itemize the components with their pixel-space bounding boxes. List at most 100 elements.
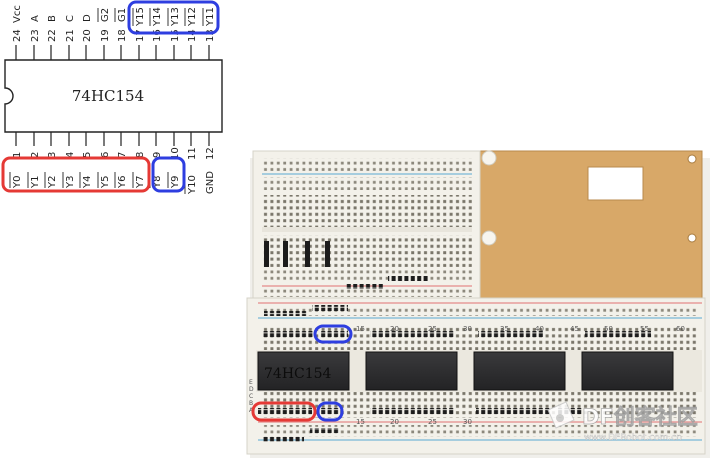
svg-text:40: 40 (535, 325, 544, 333)
acrylic-cutout (587, 166, 644, 201)
svg-text:4: 4 (65, 152, 76, 158)
svg-text:D: D (249, 386, 254, 393)
svg-text:C: C (65, 15, 76, 22)
svg-text:GND: GND (205, 171, 216, 194)
ic-outline (4, 59, 223, 133)
highlight-red-board-bottom (251, 401, 317, 422)
svg-text:20: 20 (390, 325, 399, 333)
bottom-pin-numbers: 1 2 3 4 5 6 7 8 9 10 11 12 (12, 147, 216, 160)
highlight-blue-board-top (313, 324, 353, 344)
ic-name-label: 74HC154 (72, 87, 144, 105)
svg-text:7: 7 (117, 152, 128, 158)
svg-text:15: 15 (170, 29, 181, 42)
svg-text:50: 50 (604, 325, 613, 333)
svg-text:Y5: Y5 (100, 176, 111, 189)
svg-text:Y2: Y2 (47, 176, 58, 189)
svg-text:22: 22 (47, 29, 58, 42)
ic-chip-2 (365, 351, 458, 391)
watermark-url: www.DFRobot.com.cn (584, 433, 682, 443)
svg-text:60: 60 (676, 325, 685, 333)
svg-text:C: C (249, 393, 253, 400)
svg-text:24: 24 (12, 29, 23, 42)
svg-text:Y12: Y12 (187, 7, 198, 27)
svg-text:A: A (249, 407, 254, 414)
svg-text:19: 19 (100, 29, 111, 42)
svg-text:Y7: Y7 (135, 176, 146, 189)
top-pin-names: Vcc A B C D G2 G1 Y15 Y14 Y13 Y12 Y11 (12, 5, 216, 27)
ic-chip-1-label: 74HC154 (264, 366, 332, 382)
svg-text:Y3: Y3 (65, 176, 76, 189)
pinout-diagram: 74HC154 24 23 22 21 20 19 18 17 16 15 14… (1, 0, 223, 195)
ic-chip-4 (581, 351, 674, 391)
svg-text:25: 25 (428, 418, 437, 426)
watermark: DF创客社区 www.DFRobot.com.cn (547, 401, 698, 443)
svg-text:14: 14 (187, 29, 198, 42)
svg-text:18: 18 (117, 29, 128, 42)
svg-text:6: 6 (100, 152, 111, 158)
svg-text:11: 11 (187, 147, 198, 160)
svg-text:Y14: Y14 (152, 7, 163, 27)
svg-text:Y9: Y9 (170, 176, 181, 189)
svg-text:Y4: Y4 (82, 176, 93, 189)
svg-text:9: 9 (152, 152, 163, 158)
ic-chip-1: 74HC154 (257, 351, 350, 391)
svg-text:2: 2 (30, 152, 41, 158)
svg-text:3: 3 (47, 152, 58, 158)
mount-hole-1 (687, 154, 697, 164)
svg-text:Y11: Y11 (205, 7, 216, 27)
svg-text:13: 13 (205, 29, 216, 42)
highlight-red-y0-y7 (1, 156, 151, 193)
breadboard-photo: 15 20 25 30 35 40 45 50 55 60 15 20 25 3… (246, 150, 710, 458)
ic-chip-3 (473, 351, 566, 391)
svg-text:Y10: Y10 (187, 175, 198, 195)
svg-text:D: D (82, 14, 93, 22)
svg-text:45: 45 (570, 325, 579, 333)
highlight-blue-y8-y9 (151, 156, 186, 193)
svg-text:21: 21 (65, 29, 76, 42)
top-pin-stubs (15, 45, 210, 60)
mount-hole-2 (687, 233, 697, 243)
svg-text:B: B (249, 400, 253, 407)
highlight-blue-board-bottom (316, 401, 344, 422)
svg-text:15: 15 (356, 325, 365, 333)
svg-text:A: A (30, 15, 41, 22)
lower-breadboard: 15 20 25 30 35 40 45 50 55 60 15 20 25 3… (246, 297, 706, 455)
svg-text:G2: G2 (100, 8, 111, 22)
svg-text:15: 15 (356, 418, 365, 426)
svg-text:Y1: Y1 (30, 176, 41, 189)
column-numbers: 15 20 25 30 35 40 45 50 55 60 15 20 25 3… (356, 325, 685, 426)
svg-text:Y0: Y0 (12, 176, 23, 189)
svg-text:10: 10 (170, 147, 181, 160)
svg-text:30: 30 (463, 325, 472, 333)
svg-text:Y6: Y6 (117, 176, 128, 189)
standoff-1 (481, 150, 497, 166)
svg-text:20: 20 (390, 418, 399, 426)
svg-text:30: 30 (463, 418, 472, 426)
svg-text:1: 1 (12, 152, 23, 158)
svg-text:B: B (47, 15, 58, 22)
svg-text:25: 25 (428, 325, 437, 333)
svg-text:12: 12 (205, 147, 216, 160)
upper-breadboard (252, 150, 497, 301)
svg-text:23: 23 (30, 29, 41, 42)
bottom-pin-names: Y0 Y1 Y2 Y3 Y4 Y5 Y6 Y7 Y8 Y9 Y10 GND (12, 171, 216, 195)
svg-text:E: E (249, 379, 253, 386)
svg-text:17: 17 (135, 29, 146, 42)
row-letters: E D C B A (249, 379, 254, 414)
svg-text:55: 55 (640, 325, 649, 333)
svg-text:G1: G1 (117, 8, 128, 22)
svg-text:16: 16 (152, 29, 163, 42)
svg-text:8: 8 (135, 152, 146, 158)
standoff-2 (481, 230, 497, 246)
svg-text:5: 5 (82, 152, 93, 158)
svg-text:Y13: Y13 (170, 7, 181, 27)
svg-text:20: 20 (82, 29, 93, 42)
svg-text:Y8: Y8 (152, 176, 163, 189)
svg-text:35: 35 (500, 325, 509, 333)
watermark-title: DF创客社区 (582, 405, 698, 429)
svg-text:Vcc: Vcc (12, 5, 23, 23)
highlight-blue-y11-y15 (127, 0, 220, 35)
bottom-pin-stubs (15, 132, 210, 146)
svg-text:Y15: Y15 (135, 7, 146, 27)
